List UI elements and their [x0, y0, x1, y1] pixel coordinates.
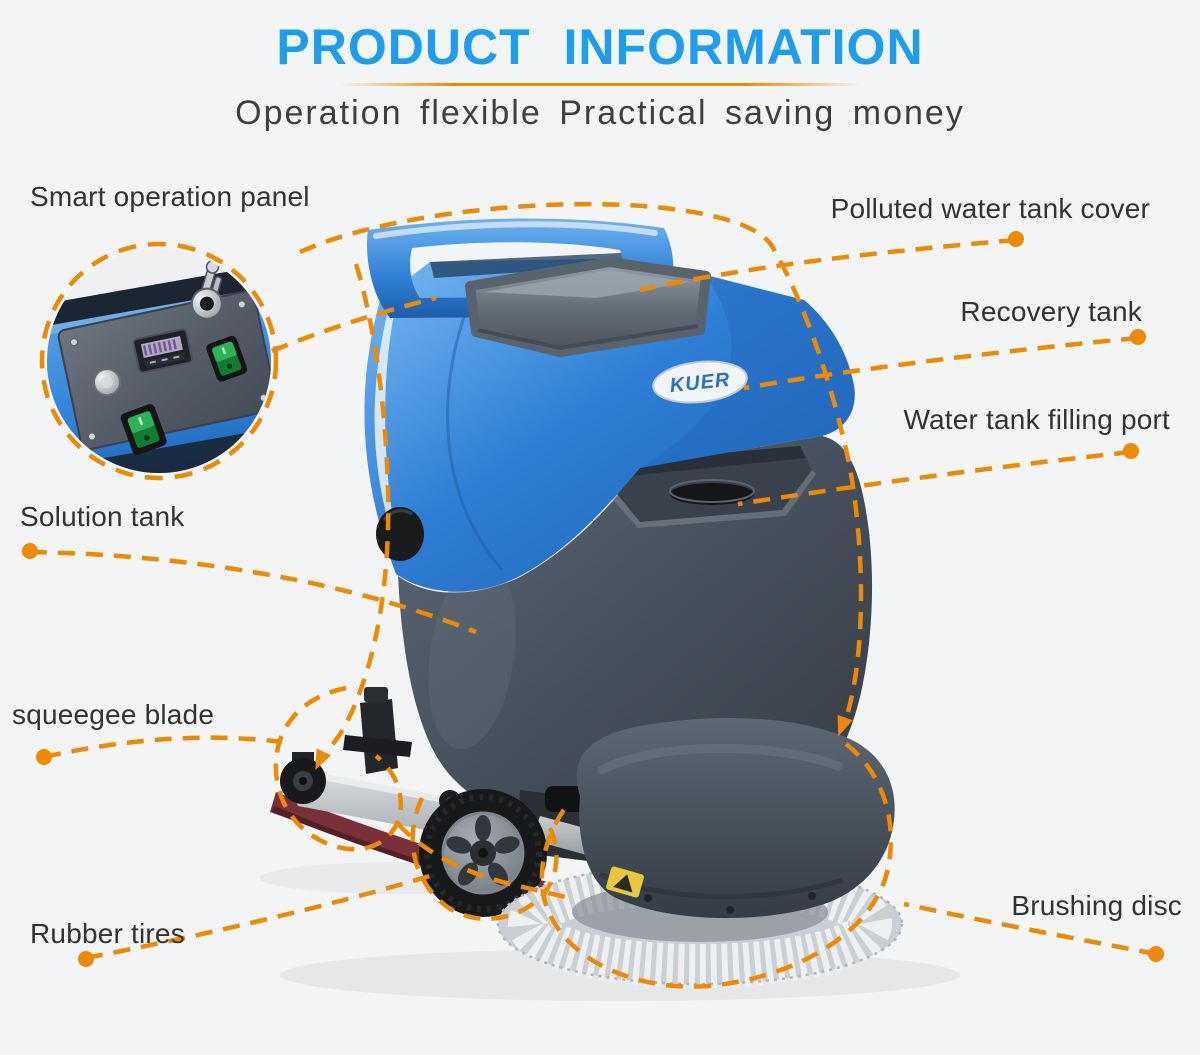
leader-dots	[22, 231, 1164, 967]
leader-rubber	[85, 873, 431, 961]
callout-brushing-disc: Brushing disc	[1011, 890, 1182, 921]
rubber-tire	[419, 789, 547, 917]
brush-housing	[576, 717, 895, 919]
polluted-water-tank-cover-part	[465, 257, 711, 357]
drain-cap	[376, 507, 424, 561]
warning-sticker	[606, 866, 644, 898]
leader-squeegee-loop	[273, 685, 404, 852]
indicator-button	[93, 368, 122, 397]
leader-wheel-loop	[410, 797, 559, 922]
leader-brushing	[903, 901, 1157, 957]
page-subtitle: Operation flexible Practical saving mone…	[235, 94, 965, 132]
leader-squeegee-tail	[396, 822, 571, 901]
smart-panel-graphic	[47, 249, 271, 473]
leader-smart-panel	[271, 295, 437, 354]
header: PRODUCT INFORMATION Operation flexible P…	[0, 0, 1200, 133]
recovery-tank-body	[364, 252, 855, 592]
water-tank-filling-port-part	[606, 446, 816, 528]
inset-circle-outline	[39, 241, 279, 481]
callout-polluted-water-tank-cover: Polluted water tank cover	[830, 193, 1150, 224]
callout-water-tank-filling-port: Water tank filling port	[903, 404, 1170, 435]
rocker-switch-right	[206, 335, 248, 382]
callout-squeegee-blade: squeegee blade	[12, 699, 215, 730]
callout-solution-tank: Solution tank	[20, 501, 185, 532]
machine-handle	[366, 218, 674, 318]
rocker-switch-bottom	[120, 404, 167, 455]
callout-smart-operation-panel: Smart operation panel	[30, 181, 310, 212]
callout-rubber-tires: Rubber tires	[30, 918, 185, 949]
battery-meter	[132, 328, 193, 374]
leader-recovery	[743, 335, 1139, 391]
leader-brush-loop	[539, 742, 894, 989]
caster-wheel	[280, 752, 326, 804]
leader-lines	[29, 201, 1157, 989]
leader-squeegee	[43, 735, 283, 760]
leader-outline-right	[299, 201, 864, 713]
leader-filling	[737, 449, 1132, 507]
key-switch	[190, 260, 223, 320]
page-title: PRODUCT INFORMATION	[276, 19, 924, 75]
control-panel-plate	[57, 260, 271, 455]
callout-recovery-tank: Recovery tank	[960, 296, 1142, 327]
brand-logo: KUER	[652, 360, 748, 404]
smart-panel-inset-photo	[47, 249, 271, 473]
title-divider	[340, 83, 860, 86]
leader-outline-left	[324, 263, 391, 754]
